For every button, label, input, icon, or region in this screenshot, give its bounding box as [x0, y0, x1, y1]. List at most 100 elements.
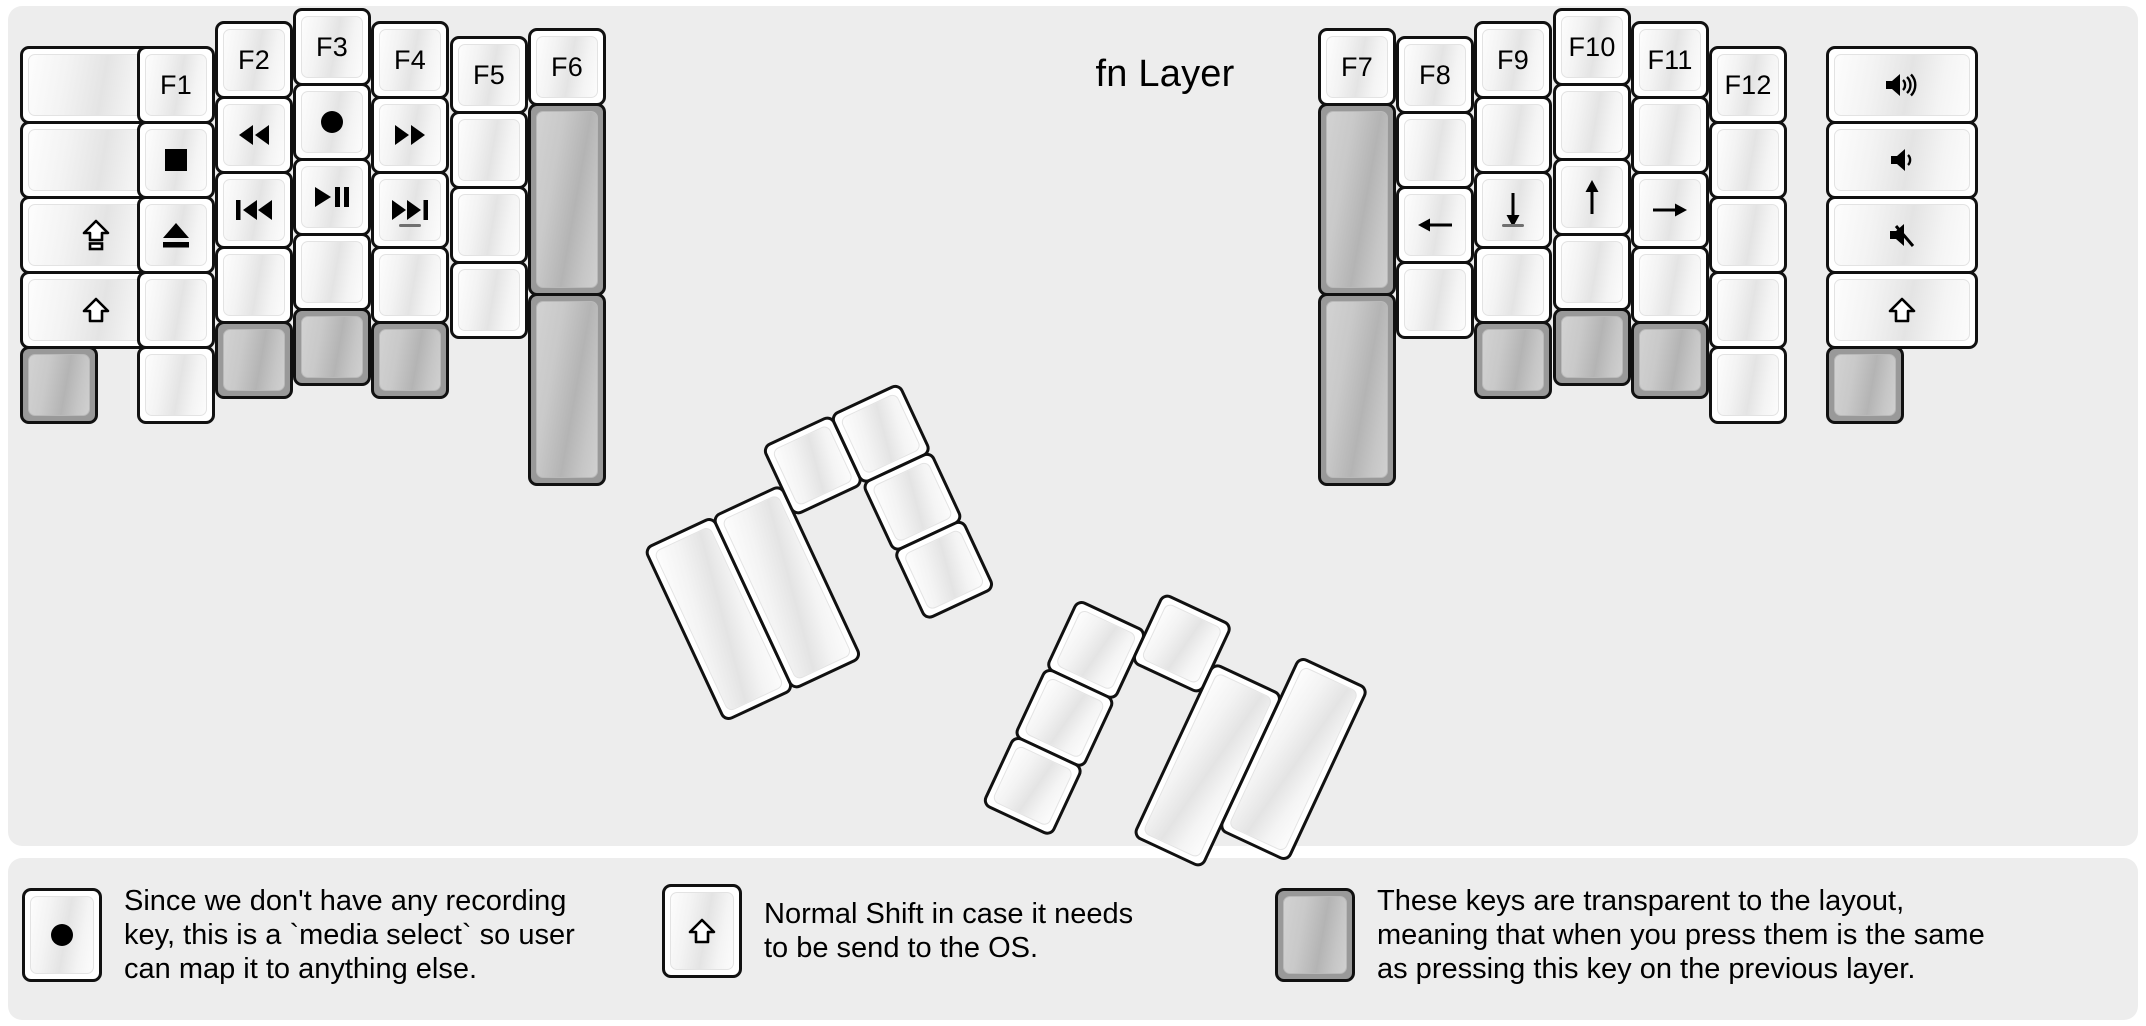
legend-key-3[interactable] — [1275, 888, 1355, 983]
legend-item: Since we don't have any recording key, t… — [22, 884, 575, 987]
right-col-pinky-outer-key-5[interactable] — [1826, 346, 1904, 424]
legend-key-sample — [22, 888, 102, 983]
keycap-face: F8 — [1404, 44, 1466, 106]
keycap-face — [1834, 354, 1896, 416]
right-col-middle-key-2[interactable] — [1553, 83, 1631, 161]
right-col-middle-key-1[interactable]: F10 — [1553, 8, 1631, 86]
left-col-inner-key-3[interactable] — [450, 186, 528, 264]
keycap-face — [1482, 104, 1544, 166]
volume-down-icon — [1888, 145, 1916, 175]
right-col-ring-key-5[interactable] — [1631, 321, 1709, 399]
key-label: F8 — [1419, 59, 1451, 90]
legend-item: Normal Shift in case it needs to be send… — [662, 884, 1133, 978]
left-col-index-key-5[interactable] — [371, 321, 449, 399]
right-col-innermost-key-1[interactable]: F7 — [1318, 28, 1396, 106]
left-col-pinky-key-4[interactable] — [137, 271, 215, 349]
right-col-index-key-3[interactable] — [1474, 171, 1552, 249]
keycap-face — [145, 204, 207, 266]
right-col-index-key-4[interactable] — [1474, 246, 1552, 324]
key-label: F5 — [473, 59, 505, 90]
left-col-ring-key-3[interactable] — [215, 171, 293, 249]
media-previous-icon — [233, 197, 275, 223]
right-col-pinky-key-1[interactable]: F12 — [1709, 46, 1787, 124]
left-col-index-key-1[interactable]: F4 — [371, 21, 449, 99]
left-col-ring-key-1[interactable]: F2 — [215, 21, 293, 99]
legend-description: Since we don't have any recording key, t… — [124, 885, 575, 986]
right-col-inner-key-4[interactable] — [1396, 261, 1474, 339]
left-col-innermost-key-2[interactable] — [528, 103, 606, 296]
legend-key-1[interactable] — [22, 888, 102, 983]
left-col-index-key-4[interactable] — [371, 246, 449, 324]
left-col-ring-key-4[interactable] — [215, 246, 293, 324]
keycap-face — [1561, 316, 1623, 378]
keycap-face — [1482, 329, 1544, 391]
right-col-pinky-outer-key-1[interactable] — [1826, 46, 1978, 124]
right-col-innermost-key-2[interactable] — [1318, 103, 1396, 296]
legend-description: These keys are transparent to the layout… — [1377, 885, 1985, 986]
right-col-ring-key-2[interactable] — [1631, 96, 1709, 174]
media-play-pause-icon — [312, 184, 352, 210]
left-col-innermost-key-3[interactable] — [528, 293, 606, 486]
right-col-ring-key-1[interactable]: F11 — [1631, 21, 1709, 99]
keycap-face — [1717, 129, 1779, 191]
right-col-ring-key-4[interactable] — [1631, 246, 1709, 324]
left-col-innermost-key-1[interactable]: F6 — [528, 28, 606, 106]
right-col-ring-key-3[interactable] — [1631, 171, 1709, 249]
left-col-ring-key-5[interactable] — [215, 321, 293, 399]
left-col-pinky-key-5[interactable] — [137, 346, 215, 424]
keycap-face: F1 — [145, 54, 207, 116]
left-col-middle-key-1[interactable]: F3 — [293, 8, 371, 86]
left-col-index-key-3[interactable] — [371, 171, 449, 249]
legend-panel — [8, 858, 2138, 1020]
right-col-pinky-outer-key-3[interactable] — [1826, 196, 1978, 274]
left-col-middle-key-3[interactable] — [293, 158, 371, 236]
keycap-face — [1482, 254, 1544, 316]
left-col-inner-key-1[interactable]: F5 — [450, 36, 528, 114]
legend-key-sample — [662, 884, 742, 978]
right-col-inner-key-1[interactable]: F8 — [1396, 36, 1474, 114]
right-col-pinky-key-4[interactable] — [1709, 271, 1787, 349]
right-col-pinky-key-3[interactable] — [1709, 196, 1787, 274]
right-col-pinky-outer-key-4[interactable] — [1826, 271, 1978, 349]
keycap-face — [28, 354, 90, 416]
caps-lock-icon — [81, 218, 111, 252]
left-col-pinky-outer-key-5[interactable] — [20, 346, 98, 424]
right-col-inner-key-3[interactable] — [1396, 186, 1474, 264]
right-col-inner-key-2[interactable] — [1396, 111, 1474, 189]
keycap-face: F2 — [223, 29, 285, 91]
left-col-middle-key-2[interactable] — [293, 83, 371, 161]
homing-bump — [1502, 224, 1524, 227]
keycap-face — [223, 179, 285, 241]
keycap-face — [902, 528, 986, 611]
right-col-middle-key-4[interactable] — [1553, 233, 1631, 311]
left-col-inner-key-2[interactable] — [450, 111, 528, 189]
left-col-middle-key-5[interactable] — [293, 308, 371, 386]
right-col-middle-key-5[interactable] — [1553, 308, 1631, 386]
left-col-index-key-2[interactable] — [371, 96, 449, 174]
key-label: F6 — [551, 51, 583, 82]
key-label: F1 — [160, 69, 192, 100]
right-col-index-key-5[interactable] — [1474, 321, 1552, 399]
media-fast-forward-icon — [391, 122, 429, 148]
shift-icon — [81, 295, 111, 325]
right-col-pinky-outer-key-2[interactable] — [1826, 121, 1978, 199]
keycap-face — [1283, 896, 1347, 975]
right-col-pinky-key-5[interactable] — [1709, 346, 1787, 424]
right-col-index-key-2[interactable] — [1474, 96, 1552, 174]
legend-key-2[interactable] — [662, 884, 742, 978]
right-col-index-key-1[interactable]: F9 — [1474, 21, 1552, 99]
keycap-face — [1717, 204, 1779, 266]
left-col-pinky-key-2[interactable] — [137, 121, 215, 199]
left-col-pinky-key-3[interactable] — [137, 196, 215, 274]
keycap-face — [223, 104, 285, 166]
key-label: F11 — [1647, 44, 1693, 75]
left-col-ring-key-2[interactable] — [215, 96, 293, 174]
right-col-middle-key-3[interactable] — [1553, 158, 1631, 236]
arrow-down-icon — [1501, 191, 1525, 229]
right-col-pinky-key-2[interactable] — [1709, 121, 1787, 199]
left-col-middle-key-4[interactable] — [293, 233, 371, 311]
left-col-inner-key-4[interactable] — [450, 261, 528, 339]
right-col-innermost-key-3[interactable] — [1318, 293, 1396, 486]
keycap-face — [301, 241, 363, 303]
left-col-pinky-key-1[interactable]: F1 — [137, 46, 215, 124]
